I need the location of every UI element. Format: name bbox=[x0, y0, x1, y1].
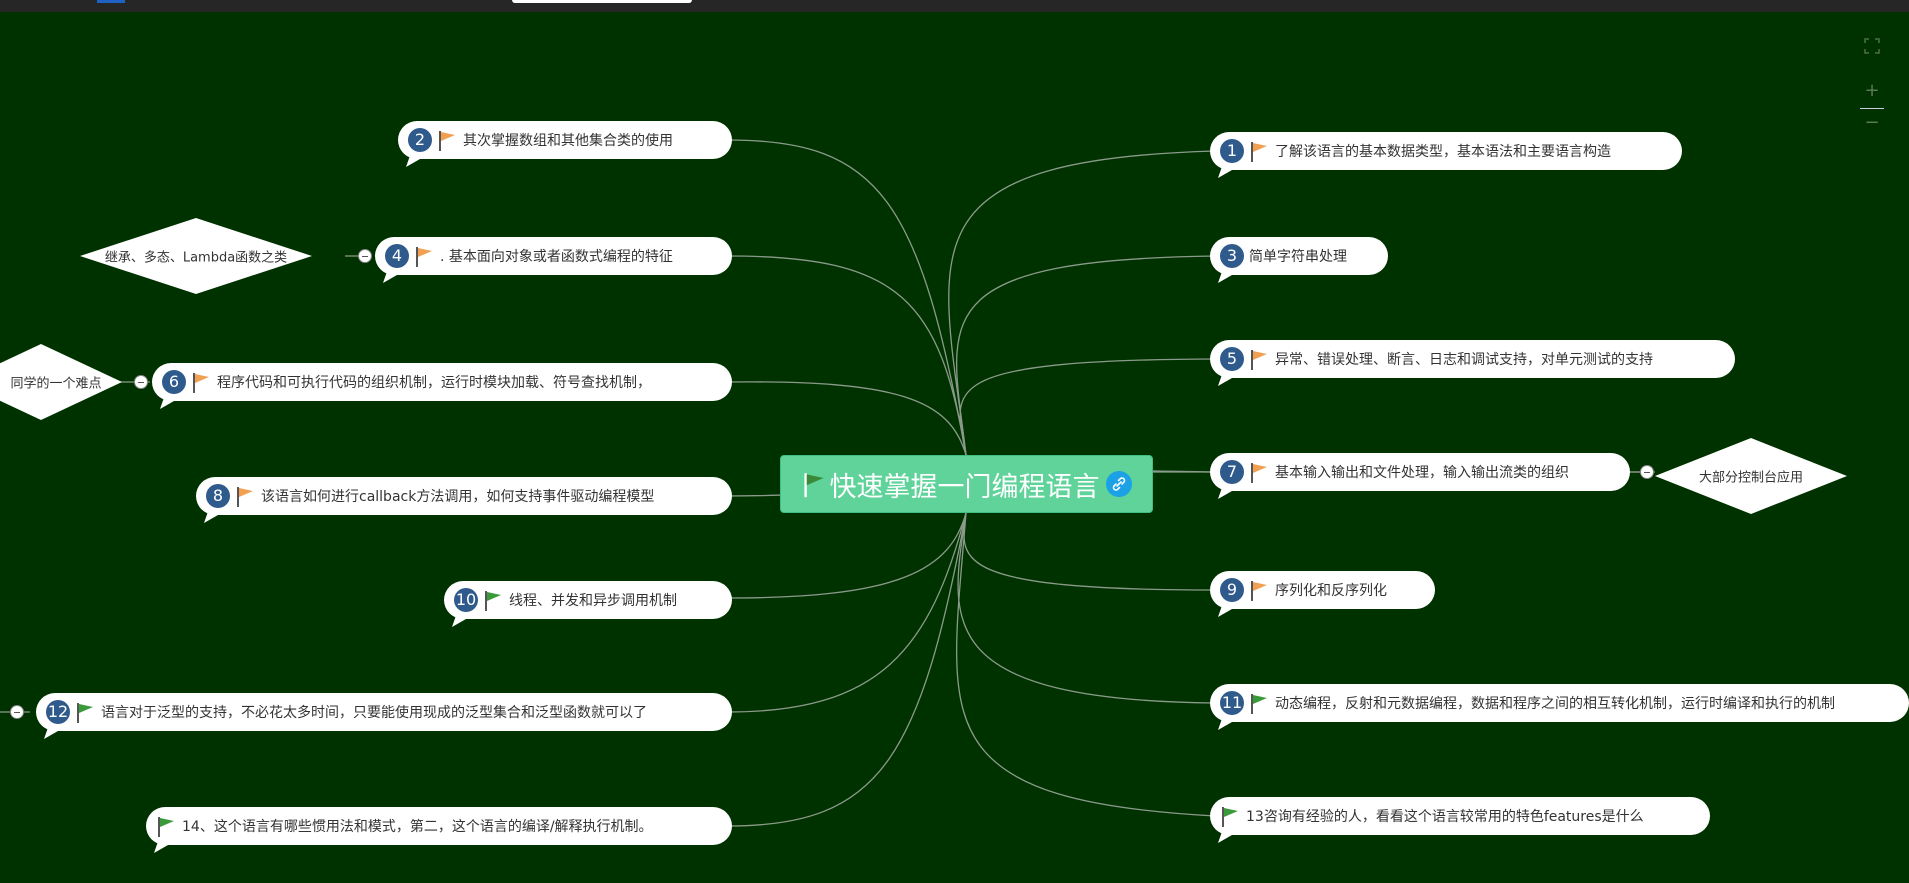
collapse-toggle[interactable] bbox=[10, 705, 24, 719]
orange-flag-icon bbox=[1251, 142, 1267, 162]
topic-label: 线程、并发和异步调用机制 bbox=[509, 593, 677, 609]
collapse-toggle[interactable] bbox=[134, 375, 148, 389]
topic-node[interactable]: 8 该语言如何进行callback方法调用，如何支持事件驱动编程模型 bbox=[196, 477, 732, 523]
topic-node[interactable]: 6 程序代码和可执行代码的组织机制，运行时模块加载、符号查找机制， bbox=[152, 363, 732, 409]
priority-badge: 9 bbox=[1220, 578, 1244, 602]
top-bar bbox=[0, 0, 1909, 12]
priority-badge: 11 bbox=[1220, 691, 1244, 715]
topic-label: 异常、错误处理、断言、日志和调试支持，对单元测试的支持 bbox=[1275, 352, 1653, 368]
fullscreen-icon[interactable] bbox=[1857, 38, 1887, 59]
central-topic[interactable]: 快速掌握一门编程语言 bbox=[780, 455, 1153, 513]
collapse-toggle[interactable] bbox=[1640, 465, 1654, 479]
topic-node[interactable]: 11 动态编程，反射和元数据编程，数据和程序之间的相互转化机制，运行时编译和执行… bbox=[1210, 684, 1909, 730]
orange-flag-icon bbox=[1251, 350, 1267, 370]
topic-label: 基本输入输出和文件处理，输入输出流类的组织 bbox=[1275, 465, 1569, 481]
green-flag-icon bbox=[158, 817, 174, 837]
topic-node[interactable]: 4 . 基本面向对象或者函数式编程的特征 bbox=[375, 237, 732, 283]
priority-badge: 10 bbox=[454, 588, 478, 612]
topic-node[interactable]: 13咨询有经验的人，看看这个语言较常用的特色features是什么 bbox=[1210, 797, 1710, 843]
priority-badge: 3 bbox=[1220, 244, 1244, 268]
note-node[interactable]: 同学的一个难点 bbox=[0, 344, 122, 420]
collapse-toggle[interactable] bbox=[358, 249, 372, 263]
priority-badge: 6 bbox=[162, 370, 186, 394]
topic-label: . 基本面向对象或者函数式编程的特征 bbox=[440, 249, 673, 265]
topic-node[interactable]: 3 简单字符串处理 bbox=[1210, 237, 1388, 283]
note-label: 大部分控制台应用 bbox=[1698, 470, 1803, 486]
topic-label: 程序代码和可执行代码的组织机制，运行时模块加载、符号查找机制， bbox=[217, 375, 651, 391]
topic-label: 了解该语言的基本数据类型，基本语法和主要语言构造 bbox=[1275, 144, 1611, 160]
topic-label: 其次掌握数组和其他集合类的使用 bbox=[463, 133, 673, 149]
zoom-in-button[interactable]: + bbox=[1864, 80, 1880, 101]
orange-flag-icon bbox=[1251, 581, 1267, 601]
top-bar-input[interactable] bbox=[512, 0, 692, 3]
note-node[interactable]: 大部分控制台应用 bbox=[1655, 438, 1847, 514]
topic-node[interactable]: 7 基本输入输出和文件处理，输入输出流类的组织 bbox=[1210, 453, 1630, 499]
topic-node[interactable]: 1 了解该语言的基本数据类型，基本语法和主要语言构造 bbox=[1210, 132, 1682, 178]
priority-badge: 5 bbox=[1220, 347, 1244, 371]
topic-label: 语言对于泛型的支持，不必花太多时间，只要能使用现成的泛型集合和泛型函数就可以了 bbox=[101, 705, 647, 721]
zoom-divider bbox=[1860, 108, 1884, 109]
topic-label: 序列化和反序列化 bbox=[1275, 583, 1387, 599]
priority-badge: 1 bbox=[1220, 139, 1244, 163]
green-flag-icon bbox=[1251, 694, 1267, 714]
top-bar-tab-indicator[interactable] bbox=[97, 0, 125, 3]
topic-node[interactable]: 14、这个语言有哪些惯用法和模式，第二，这个语言的编译/解释执行机制。 bbox=[146, 807, 732, 853]
link-icon[interactable] bbox=[1105, 471, 1132, 497]
topic-label: 13咨询有经验的人，看看这个语言较常用的特色features是什么 bbox=[1246, 809, 1644, 825]
green-flag-icon bbox=[1222, 807, 1238, 827]
topic-node[interactable]: 2 其次掌握数组和其他集合类的使用 bbox=[398, 121, 732, 167]
note-label: 继承、多态、Lambda函数之类 bbox=[104, 250, 288, 266]
zoom-out-button[interactable]: − bbox=[1864, 112, 1880, 133]
topic-node[interactable]: 10 线程、并发和异步调用机制 bbox=[444, 581, 732, 627]
flag-icon bbox=[803, 473, 824, 498]
green-flag-icon bbox=[485, 591, 501, 611]
topic-node[interactable]: 12 语言对于泛型的支持，不必花太多时间，只要能使用现成的泛型集合和泛型函数就可… bbox=[36, 693, 732, 739]
priority-badge: 4 bbox=[385, 244, 409, 268]
note-node[interactable]: 继承、多态、Lambda函数之类 bbox=[80, 218, 312, 294]
topic-label: 动态编程，反射和元数据编程，数据和程序之间的相互转化机制，运行时编译和执行的机制 bbox=[1275, 696, 1835, 712]
orange-flag-icon bbox=[193, 373, 209, 393]
orange-flag-icon bbox=[237, 487, 253, 507]
orange-flag-icon bbox=[416, 247, 432, 267]
central-topic-label: 快速掌握一门编程语言 bbox=[829, 471, 1100, 503]
topic-node[interactable]: 5 异常、错误处理、断言、日志和调试支持，对单元测试的支持 bbox=[1210, 340, 1735, 386]
priority-badge: 7 bbox=[1220, 460, 1244, 484]
green-flag-icon bbox=[77, 703, 93, 723]
priority-badge: 12 bbox=[46, 700, 70, 724]
topic-node[interactable]: 9 序列化和反序列化 bbox=[1210, 571, 1435, 617]
topic-label: 该语言如何进行callback方法调用，如何支持事件驱动编程模型 bbox=[261, 489, 655, 505]
orange-flag-icon bbox=[439, 131, 455, 151]
priority-badge: 2 bbox=[408, 128, 432, 152]
orange-flag-icon bbox=[1251, 463, 1267, 483]
note-label: 同学的一个难点 bbox=[10, 376, 102, 392]
priority-badge: 8 bbox=[206, 484, 230, 508]
topic-label: 14、这个语言有哪些惯用法和模式，第二，这个语言的编译/解释执行机制。 bbox=[182, 819, 653, 835]
topic-label: 简单字符串处理 bbox=[1249, 249, 1347, 265]
